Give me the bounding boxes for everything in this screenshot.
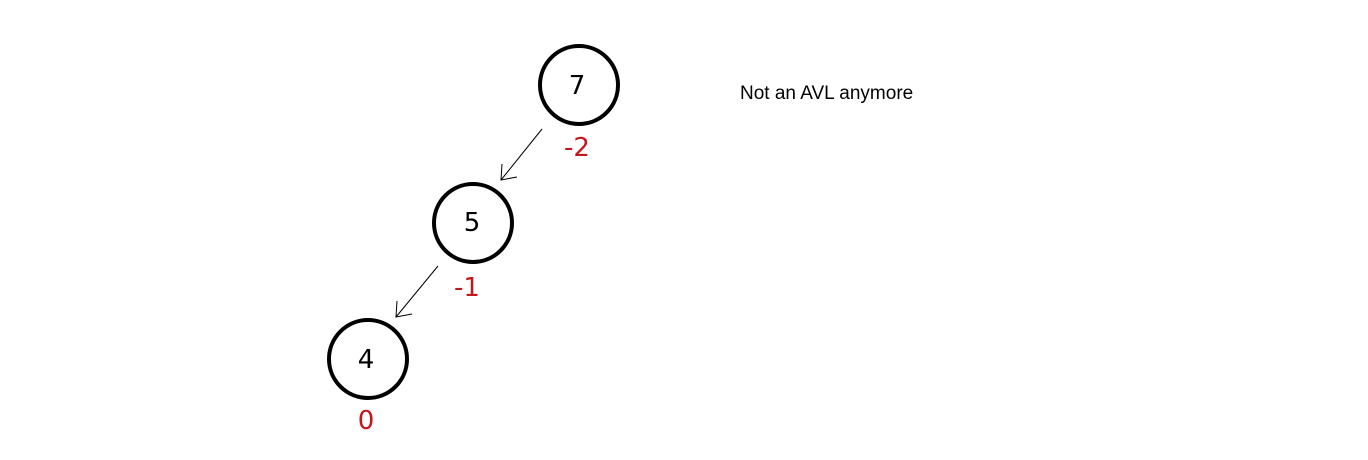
arrowhead-icon	[395, 300, 413, 318]
avl-status-note: Not an AVL anymore	[740, 83, 913, 104]
edge-line	[395, 265, 439, 318]
node-value: 5	[464, 208, 481, 238]
edge-7-to-5	[500, 128, 543, 181]
edge-line	[500, 128, 543, 181]
balance-factor: 0	[358, 406, 375, 436]
balance-factor: -2	[564, 133, 590, 163]
node-circle	[538, 44, 620, 126]
tree-node-7: 7 -2	[538, 44, 620, 163]
tree-node-4: 4 0	[327, 318, 409, 436]
balance-factor: -1	[454, 273, 480, 303]
node-circle	[327, 318, 409, 400]
edge-5-to-4	[395, 265, 439, 318]
node-value: 4	[358, 345, 375, 375]
arrowhead-icon	[500, 163, 518, 181]
node-value: 7	[569, 71, 586, 101]
tree-node-5: 5 -1	[432, 182, 514, 303]
node-circle	[432, 182, 514, 264]
